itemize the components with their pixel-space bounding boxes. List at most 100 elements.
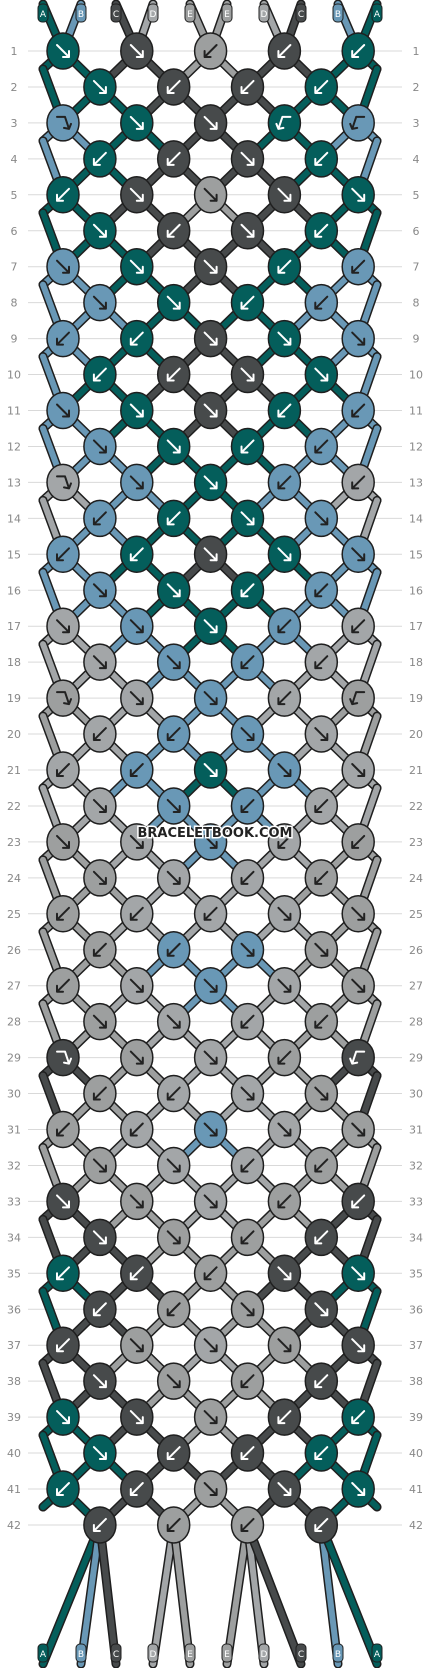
knot-arrow-icon [314, 727, 329, 742]
knot-arrow-icon [351, 1194, 366, 1209]
knot-arrow-icon [351, 978, 366, 993]
strand-end [37, 1643, 49, 1663]
row-number-left: 20 [7, 728, 21, 741]
row-number-right: 31 [409, 1124, 423, 1137]
knot [156, 1362, 191, 1400]
knot-ellipse [46, 463, 80, 502]
knot-arrow-icon [129, 403, 144, 418]
strand-letter-label: D [261, 1650, 268, 1660]
knot-arrow-icon [277, 475, 292, 490]
knot [230, 1074, 265, 1113]
strand-segment [170, 1521, 193, 1667]
knot-arrow-icon [314, 942, 329, 957]
knot [267, 1470, 302, 1508]
row-number-left: 12 [7, 440, 21, 453]
knot-arrow-icon [203, 331, 218, 346]
row-number-left: 21 [7, 764, 21, 777]
row-number-left: 35 [7, 1267, 21, 1280]
row-number-right: 33 [409, 1195, 423, 1208]
knot [304, 283, 339, 322]
knot [230, 571, 265, 609]
knot-arrow-icon [92, 511, 107, 526]
knot-arrow-icon [351, 44, 366, 58]
strand-letter-label: A [374, 10, 381, 20]
knot-arrow-icon [240, 511, 255, 526]
knot [156, 571, 191, 609]
row-number-left: 40 [7, 1447, 21, 1460]
knot [156, 643, 191, 681]
knot-arrow-icon [129, 1122, 144, 1137]
strand-end [184, 1643, 196, 1663]
knot [341, 1398, 375, 1436]
knot-arrow-icon [203, 763, 218, 777]
strand-letter-label: E [224, 1650, 230, 1660]
knot-arrow-icon [351, 906, 366, 921]
strand-letter-label: E [187, 1650, 193, 1660]
knot-arrow-icon [277, 834, 292, 849]
row-number-left: 30 [7, 1088, 21, 1101]
knot-arrow-icon [166, 367, 181, 382]
knot [304, 499, 339, 538]
knot-arrow-icon [92, 942, 107, 957]
row-number-left: 28 [7, 1016, 21, 1029]
knot-arrow-icon [240, 1517, 255, 1532]
knot-arrow-icon [129, 978, 144, 993]
strand-end [371, 1643, 383, 1663]
knot-arrow-icon [129, 187, 144, 202]
row-number-right: 14 [409, 512, 423, 525]
row-number-left: 25 [7, 908, 21, 921]
knot-arrow-icon [129, 619, 144, 634]
knot-arrow-icon [240, 655, 255, 670]
strand-segment [96, 1521, 119, 1667]
knot [193, 32, 228, 70]
knot [120, 391, 154, 430]
knot [120, 247, 154, 286]
row-number-left: 13 [7, 476, 21, 489]
row-number-right: 20 [409, 728, 423, 741]
knot [83, 212, 117, 250]
row-number-right: 26 [409, 944, 423, 957]
knot-arrow-icon [129, 259, 144, 274]
knot [267, 1110, 302, 1149]
knot [341, 895, 375, 933]
knot [120, 32, 154, 70]
row-number-left: 10 [7, 369, 21, 382]
strand-letter-label: A [40, 10, 47, 20]
row-number-left: 16 [7, 584, 21, 597]
knot [156, 1146, 191, 1185]
knot [120, 1182, 154, 1221]
row-number-left: 34 [7, 1231, 21, 1244]
knot-arrow-icon [92, 1302, 107, 1317]
strand-segment [318, 1521, 380, 1667]
knot [46, 1110, 80, 1149]
knot [193, 895, 228, 933]
knot-arrow-icon [351, 1338, 366, 1353]
knot [156, 787, 191, 825]
row-number-left: 2 [11, 81, 18, 94]
knot-arrow-icon [277, 1050, 292, 1065]
strand-end [147, 1643, 159, 1663]
knot-arrow-icon [314, 223, 329, 238]
knot [83, 859, 117, 897]
knot [120, 319, 154, 358]
knot-arrow-icon [277, 331, 292, 346]
row-number-left: 17 [7, 620, 21, 633]
strand-letter-label: C [298, 1650, 304, 1660]
strand-end [110, 3, 122, 23]
knot [193, 176, 228, 214]
knot-arrow-icon [166, 870, 181, 885]
row-number-left: 1 [11, 45, 18, 58]
strand-letter-label: A [374, 1650, 381, 1660]
knot-arrow-icon [129, 1338, 144, 1353]
knot [156, 1290, 191, 1328]
knot [83, 140, 117, 178]
knot-arrow-icon [56, 475, 72, 490]
row-number-right: 22 [409, 800, 423, 813]
knot-arrow-icon [240, 798, 255, 813]
strand-end [75, 1643, 87, 1663]
knot [120, 1038, 154, 1077]
knot [193, 391, 228, 430]
knot [341, 247, 375, 286]
knot [120, 823, 154, 861]
knot-arrow-icon [166, 295, 181, 310]
